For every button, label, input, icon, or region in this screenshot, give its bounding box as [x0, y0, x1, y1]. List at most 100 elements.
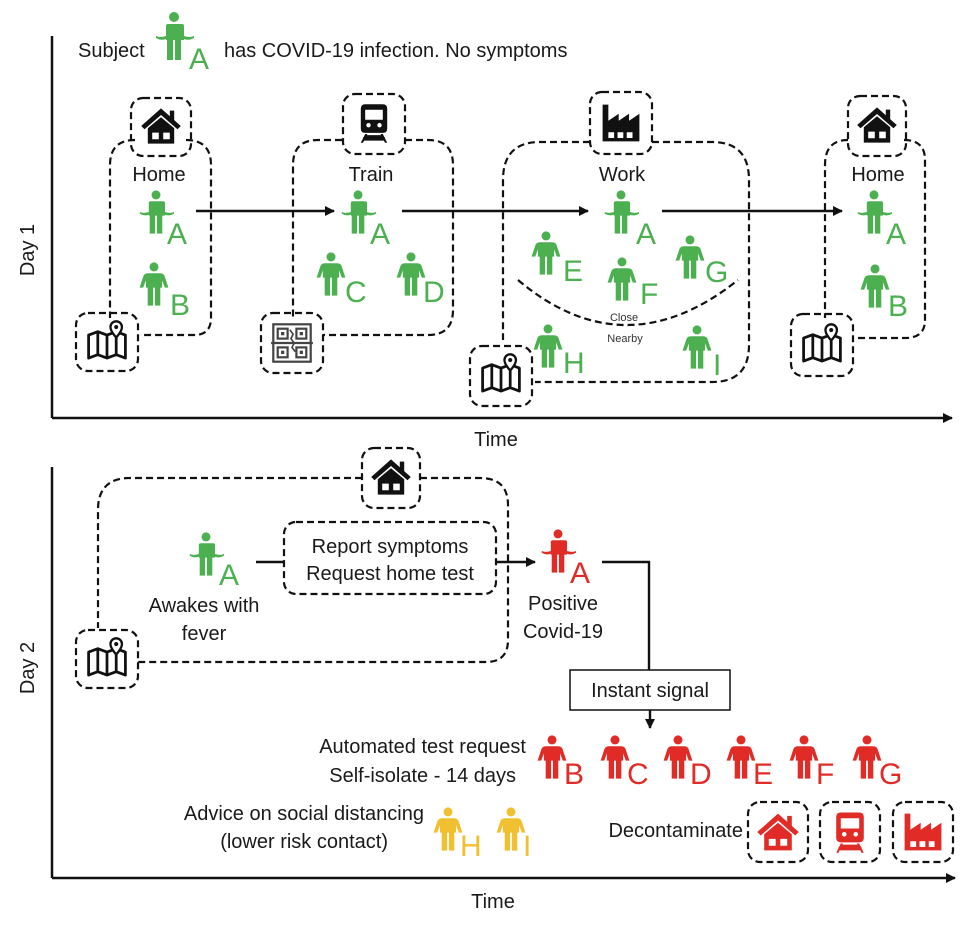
person-e-icon: [531, 231, 561, 275]
person-b-high-risk-icon: [537, 735, 567, 779]
location-home-2: Home A B: [789, 94, 927, 378]
location-label: Home: [851, 164, 904, 186]
person-label: A: [167, 218, 187, 251]
location-work: Work A E F G Close Nearby H I: [468, 90, 751, 408]
close-label: Close: [610, 312, 638, 324]
day1-axes: Day 1 Time: [17, 36, 953, 451]
instant-signal-label: Instant signal: [591, 680, 709, 702]
decon-frame: [891, 800, 955, 864]
person-label: A: [636, 218, 656, 251]
header-prefix: Subject: [78, 40, 145, 62]
high-risk-contacts: Automated test request Self-isolate - 14…: [319, 735, 902, 791]
person-f-high-risk-icon: [789, 735, 819, 779]
map-pin-icon: [87, 636, 127, 677]
report-step: Report symptoms Request home test: [256, 520, 536, 596]
subject-awakes: A Awakes with fever: [149, 532, 259, 645]
person-label: I: [523, 830, 531, 863]
high-risk-line1: Automated test request: [319, 736, 526, 758]
person-h-low-risk-icon: [433, 807, 463, 851]
location-boundary: [108, 138, 136, 318]
positive-label-line2: Covid-19: [523, 621, 603, 643]
person-g-high-risk-icon: [852, 735, 882, 779]
person-label: B: [888, 290, 908, 323]
person-label: D: [690, 758, 712, 791]
home-icon-frame: [129, 96, 193, 158]
nearby-label: Nearby: [607, 333, 643, 345]
day2-home-region: [74, 446, 510, 690]
person-label: G: [705, 256, 728, 289]
person-d-high-risk-icon: [663, 735, 693, 779]
person-label: C: [627, 758, 649, 791]
high-risk-line2: Self-isolate - 14 days: [329, 765, 516, 787]
factory-icon-frame: [588, 90, 654, 156]
person-label: F: [640, 278, 658, 311]
train-icon: [836, 812, 864, 853]
factory-icon: [904, 813, 942, 851]
instant-signal: Instant signal: [569, 669, 731, 729]
decon-frame: [818, 800, 882, 864]
qr-code-icon: [270, 323, 314, 363]
house-icon: [371, 459, 411, 495]
person-label: F: [816, 758, 834, 791]
day2-axis-label: Day 2: [17, 642, 39, 694]
person-g-icon: [675, 235, 705, 279]
location-label: Work: [599, 164, 646, 186]
person-label: A: [370, 218, 390, 251]
person-b-icon: [139, 262, 169, 306]
report-line1: Report symptoms: [312, 536, 469, 558]
house-icon: [141, 108, 181, 144]
person-c-icon: [316, 252, 346, 296]
close-contact-boundary: [517, 279, 739, 326]
decontaminate-label: Decontaminate: [608, 820, 743, 842]
header-subject-letter: A: [189, 43, 209, 76]
person-label: B: [170, 289, 190, 322]
positive-label-line1: Positive: [528, 593, 598, 615]
location-home-1: Home A B: [74, 96, 213, 373]
person-f-icon: [607, 257, 637, 301]
person-label: D: [423, 276, 445, 309]
person-b-icon: [860, 264, 890, 308]
day2-time-label: Time: [471, 891, 515, 913]
house-icon: [757, 813, 799, 851]
map-pin-icon: [87, 319, 127, 360]
person-h-icon: [533, 324, 563, 368]
day1-time-label: Time: [474, 429, 518, 451]
day2-axes: Day 2 Time: [17, 467, 956, 913]
subject-positive: A Positive Covid-19: [523, 529, 651, 670]
person-i-low-risk-icon: [496, 807, 526, 851]
low-risk-line2: (lower risk contact): [220, 831, 388, 853]
awake-label-line2: fever: [182, 623, 227, 645]
header-suffix: has COVID-19 infection. No symptoms: [224, 40, 567, 62]
location-label: Home: [132, 164, 185, 186]
day1-axis-label: Day 1: [17, 224, 39, 276]
person-label: E: [753, 758, 773, 791]
person-label: E: [563, 255, 583, 288]
factory-icon: [602, 104, 640, 142]
map-icon-frame: [789, 312, 855, 378]
person-label: G: [879, 758, 902, 791]
low-risk-line1: Advice on social distancing: [184, 803, 424, 825]
person-label: H: [460, 830, 482, 863]
person-label: C: [345, 276, 367, 309]
person-label: A: [570, 557, 590, 590]
report-line2: Request home test: [306, 563, 474, 585]
low-risk-contacts: Advice on social distancing (lower risk …: [184, 803, 531, 863]
person-label: I: [713, 349, 721, 382]
person-label: A: [219, 559, 239, 592]
house-icon: [857, 107, 897, 143]
location-train: Train A C D: [259, 92, 455, 375]
person-label: A: [886, 218, 906, 251]
home-icon-frame: [360, 446, 422, 510]
decontaminate: Decontaminate: [608, 800, 955, 864]
decon-frame: [746, 800, 810, 864]
person-d-icon: [396, 252, 426, 296]
person-label: B: [564, 758, 584, 791]
home-icon-frame: [846, 94, 908, 158]
person-a-icon: [604, 190, 639, 234]
person-i-icon: [682, 325, 712, 369]
train-icon: [360, 104, 388, 143]
person-e-high-risk-icon: [726, 735, 756, 779]
high-risk-people: B C D E F G: [537, 735, 902, 791]
